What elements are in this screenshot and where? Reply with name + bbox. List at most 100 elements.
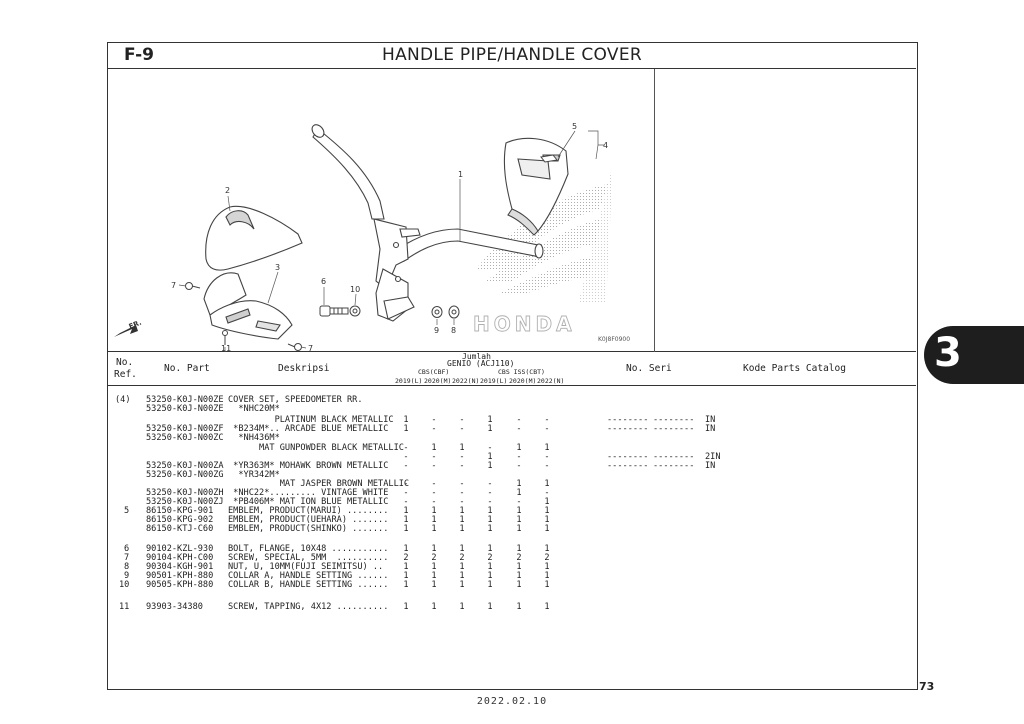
- row-qty-4: 1: [487, 515, 493, 525]
- row-qty-5: -: [516, 452, 522, 462]
- row-qty-2: 1: [431, 515, 437, 525]
- row-ref: 10: [119, 580, 130, 590]
- handle-pipe: [311, 124, 544, 322]
- row-qty-3: 1: [459, 506, 465, 516]
- callout-5: 5: [572, 122, 577, 131]
- table-header: No. Ref. No. Part Deskripsi Jumlah GENIO…: [108, 352, 916, 386]
- row-qty-2: -: [431, 488, 437, 498]
- row-part-number: 53250-K0J-N00ZH: [146, 488, 224, 498]
- table-row: ---1------------------2IN: [108, 452, 916, 462]
- row-description: SCREW, TAPPING, 4X12 ..........: [228, 602, 389, 612]
- row-qty-5: 1: [516, 602, 522, 612]
- row-qty-4: 1: [487, 452, 493, 462]
- row-qty-4: 1: [487, 424, 493, 434]
- front-arrow-icon: [114, 325, 138, 337]
- print-date: 2022.02.10: [476, 696, 548, 707]
- row-qty-3: -: [459, 452, 465, 462]
- emblem: [540, 154, 558, 163]
- table-row: 53250-K0J-N00ZE *NHC20M*: [108, 404, 916, 414]
- diagram-svg: HONDA: [114, 122, 630, 352]
- callout-4: 4: [603, 141, 608, 150]
- row-qty-1: 1: [403, 602, 409, 612]
- row-qty-1: 1: [403, 562, 409, 572]
- row-qty-5: -: [516, 424, 522, 434]
- row-qty-5: 1: [516, 506, 522, 516]
- row-ref: 9: [124, 571, 130, 581]
- header-model: GENIO (ACJ110): [447, 359, 515, 368]
- row-qty-1: 1: [403, 544, 409, 554]
- row-qty-6: -: [544, 424, 550, 434]
- section-tab: 3: [924, 326, 1024, 384]
- row-qty-5: 1: [516, 571, 522, 581]
- speedometer-cover: [205, 205, 303, 271]
- row-ref: 7: [124, 553, 130, 563]
- row-qty-4: 1: [487, 461, 493, 471]
- row-qty-1: -: [403, 443, 409, 453]
- row-serial-from: --------: [607, 415, 649, 425]
- row-serial-to: --------: [653, 461, 695, 471]
- table-row: 53250-K0J-N00ZA *YR363M* MOHAWK BROWN ME…: [108, 461, 916, 471]
- row-qty-1: 1: [403, 571, 409, 581]
- row-qty-5: 1: [516, 443, 522, 453]
- row-description: *NHC22*......... VINTAGE WHITE: [228, 488, 389, 498]
- row-qty-1: 2: [403, 553, 409, 563]
- collar-b: [349, 305, 361, 317]
- callout-7a: 7: [171, 281, 176, 290]
- row-qty-2: 1: [431, 562, 437, 572]
- row-qty-4: -: [487, 479, 493, 489]
- row-qty-5: 1: [516, 479, 522, 489]
- row-part-number: 86150-KTJ-C60: [146, 524, 214, 534]
- row-qty-2: 1: [431, 524, 437, 534]
- header-deskripsi: Deskripsi: [278, 363, 330, 374]
- row-qty-6: 1: [544, 506, 550, 516]
- figure-title: HANDLE PIPE/HANDLE COVER: [382, 45, 642, 65]
- row-serial-from: --------: [607, 424, 649, 434]
- row-description: *YR342M*: [228, 470, 280, 480]
- row-qty-6: 1: [544, 443, 550, 453]
- row-qty-1: 1: [403, 506, 409, 516]
- row-qty-5: -: [516, 497, 522, 507]
- section-tab-number: 3: [934, 330, 962, 376]
- header-jumlah: Jumlah: [462, 352, 491, 361]
- row-qty-4: -: [487, 497, 493, 507]
- row-serial-from: --------: [607, 461, 649, 471]
- row-part-number: 53250-K0J-N00ZE: [146, 404, 224, 414]
- row-qty-5: 1: [516, 580, 522, 590]
- row-qty-1: 1: [403, 515, 409, 525]
- row-qty-6: 1: [544, 524, 550, 534]
- row-qty-2: 1: [431, 602, 437, 612]
- callout-11: 11: [221, 344, 231, 352]
- diagram-image-code: K0J8F0900: [598, 336, 630, 343]
- row-qty-1: 1: [403, 424, 409, 434]
- row-qty-5: 2: [516, 553, 522, 563]
- table-row: 53250-K0J-N00ZC *NH436M*: [108, 433, 916, 443]
- row-catalog-code: 2IN: [705, 452, 721, 462]
- u-nut: [448, 305, 460, 319]
- row-qty-3: 1: [459, 515, 465, 525]
- row-qty-6: 1: [544, 571, 550, 581]
- diagram-divider: [654, 69, 655, 352]
- row-part-number: 90104-KPH-C00: [146, 553, 214, 563]
- row-qty-2: 2: [431, 553, 437, 563]
- row-qty-1: -: [403, 461, 409, 471]
- handle-cover-front: [203, 272, 293, 340]
- row-serial-to: --------: [653, 452, 695, 462]
- leader-lines: [178, 130, 604, 352]
- header-year-1: 2019(L): [395, 377, 423, 385]
- figure-code: F-9: [124, 45, 154, 65]
- row-ref: 5: [124, 506, 130, 516]
- row-qty-3: -: [459, 479, 465, 489]
- header-cbs-iss: CBS ISS(CBT): [498, 368, 545, 376]
- header-no-seri: No. Seri: [626, 363, 672, 374]
- row-qty-5: 1: [516, 524, 522, 534]
- header-cbs-cbf: CBS(CBF): [418, 368, 450, 376]
- row-qty-6: -: [544, 488, 550, 498]
- row-qty-2: -: [431, 479, 437, 489]
- row-qty-1: 1: [403, 580, 409, 590]
